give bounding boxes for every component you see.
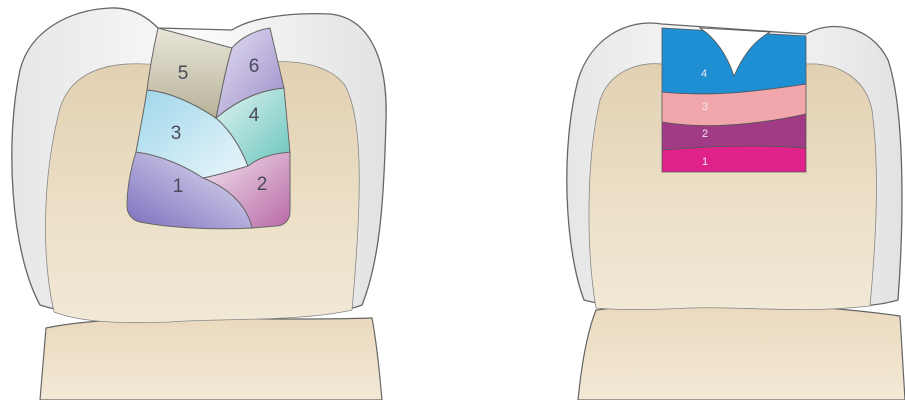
left-label-6: 6 [249, 56, 260, 77]
right-root [578, 304, 905, 400]
right-label-3: 3 [702, 101, 708, 113]
right-tooth: 1 2 3 4 [567, 23, 905, 400]
right-label-2: 2 [702, 128, 708, 140]
right-label-1: 1 [702, 156, 708, 168]
left-root [40, 318, 382, 400]
right-label-4: 4 [701, 68, 707, 80]
left-label-5: 5 [178, 63, 189, 84]
left-label-3: 3 [171, 123, 182, 144]
left-tooth: 1 2 3 4 5 6 [12, 8, 386, 400]
left-label-2: 2 [257, 174, 268, 195]
left-label-1: 1 [173, 176, 184, 197]
right-layer-1 [662, 146, 806, 172]
left-label-4: 4 [249, 105, 260, 126]
